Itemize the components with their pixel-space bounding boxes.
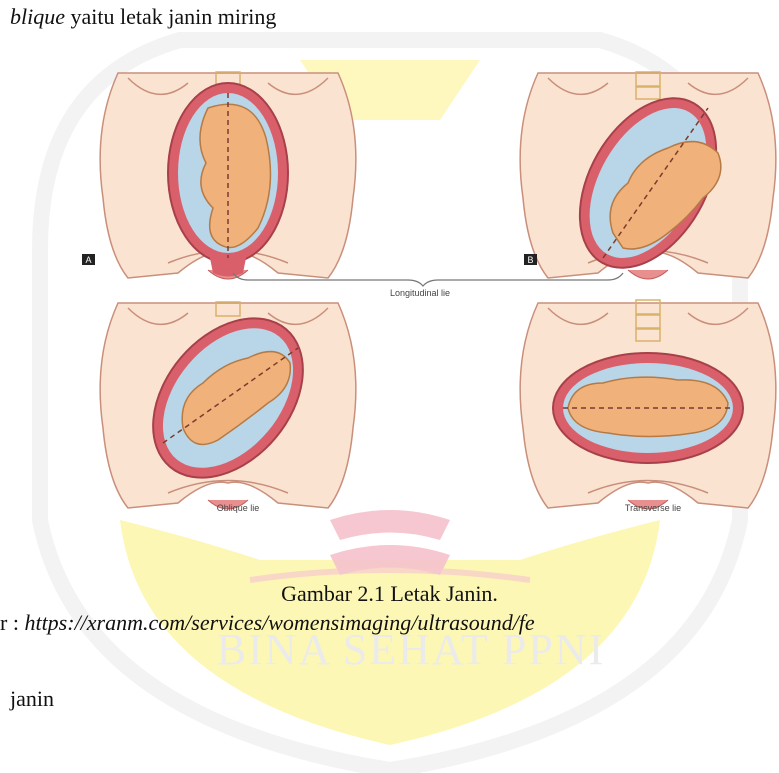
- panel-c-oblique: [100, 289, 356, 509]
- panel-a-longitudinal-cephalic: [100, 72, 356, 279]
- source-url: https://xranm.com/services/womensimaging…: [24, 610, 534, 635]
- oblique-lie-label: Oblique lie: [217, 503, 260, 513]
- text-oblique-desc: yaitu letak janin miring: [65, 4, 276, 29]
- figure-source: r : https://xranm.com/services/womensima…: [0, 610, 535, 636]
- fetal-lie-figure: A B Longitudinal lie Oblique lie Transv: [28, 68, 779, 528]
- text-italic-blique: blique: [10, 4, 65, 29]
- figure-caption: Gambar 2.1 Letak Janin.: [0, 581, 779, 607]
- transverse-lie-label: Transverse lie: [625, 503, 681, 513]
- panel-a-label: A: [85, 255, 91, 265]
- text-line-oblique: blique yaitu letak janin miring: [10, 4, 276, 30]
- panel-b-longitudinal-breech: [520, 72, 776, 292]
- panel-d-transverse: [520, 300, 776, 509]
- text-janin: janin: [10, 686, 54, 712]
- source-prefix: r :: [0, 610, 24, 635]
- panel-b-label: B: [527, 255, 533, 265]
- longitudinal-lie-label: Longitudinal lie: [390, 288, 450, 298]
